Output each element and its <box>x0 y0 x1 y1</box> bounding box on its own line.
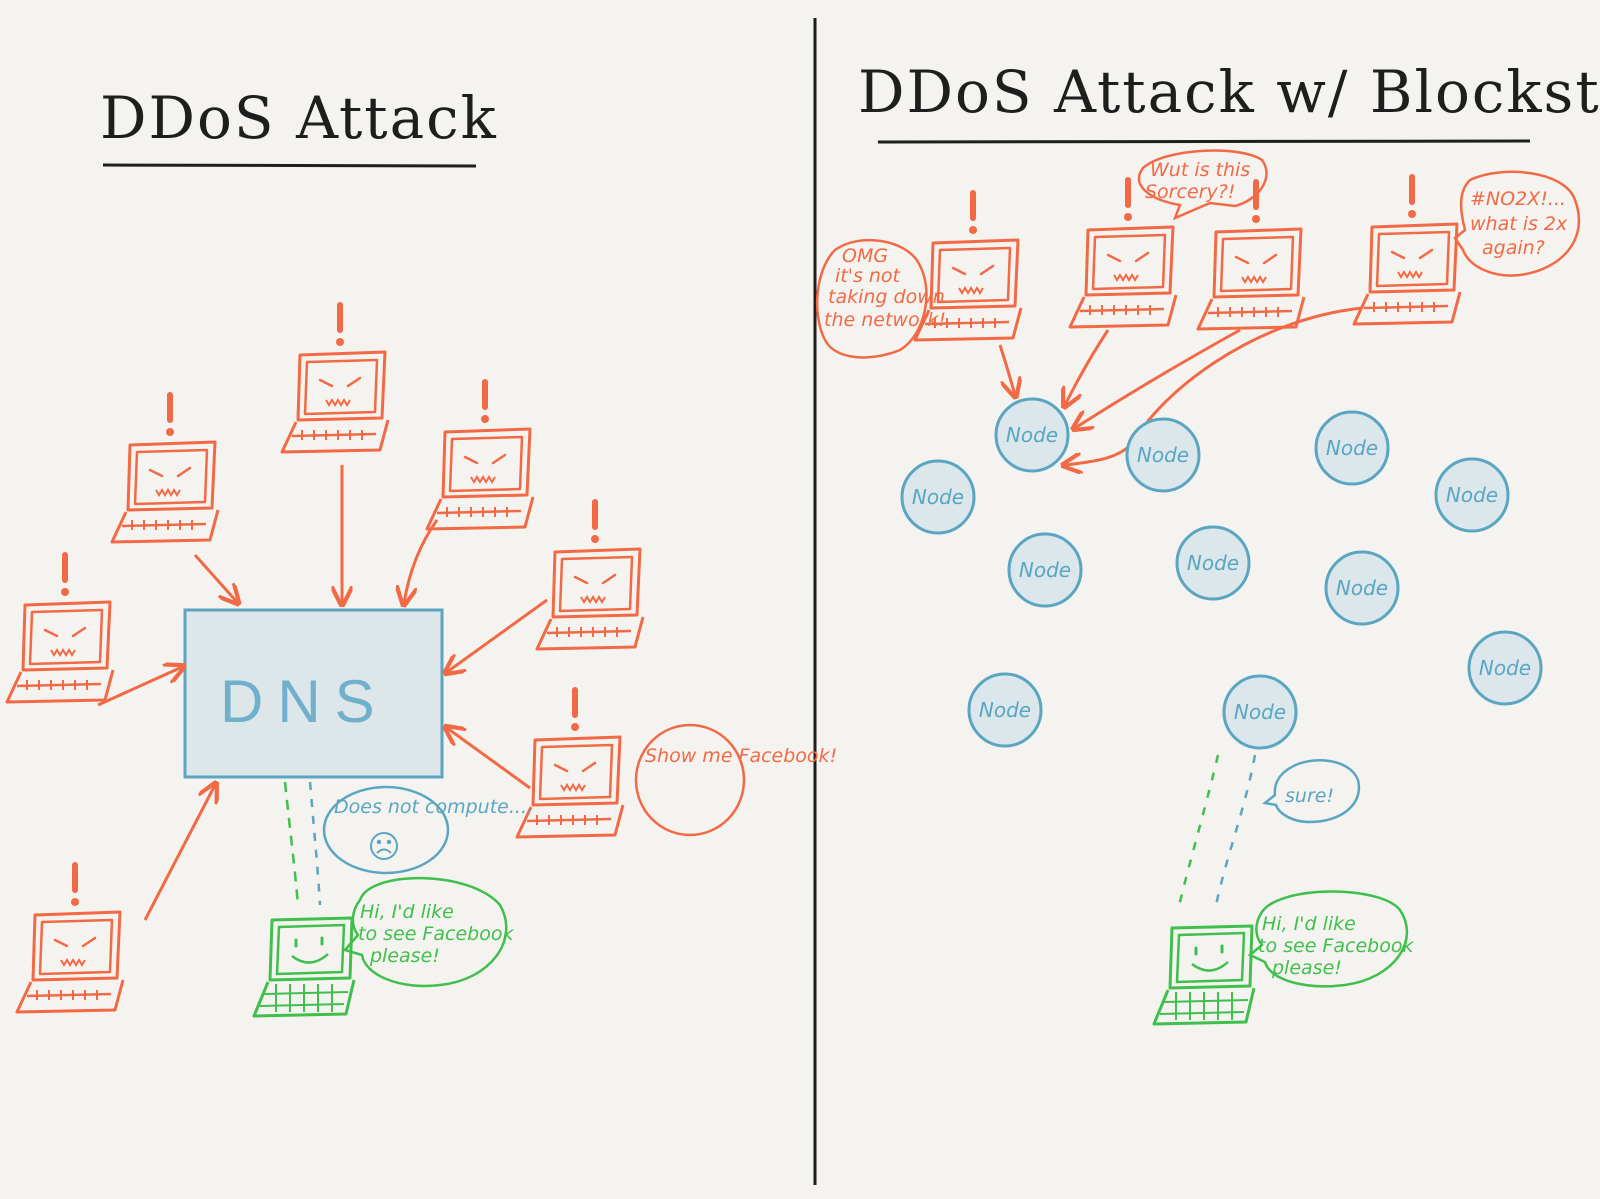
svg-text:Node: Node <box>1446 483 1498 507</box>
node-1: Node <box>996 399 1068 471</box>
node-9: Node <box>969 674 1041 746</box>
svg-text:Node: Node <box>1336 576 1388 600</box>
svg-text:Node: Node <box>1187 551 1239 575</box>
svg-text:Show me Facebook!: Show me Facebook! <box>645 745 837 767</box>
right-title: DDoS Attack w/ Blockstack <box>858 58 1600 126</box>
does-not-compute-text: Does not compute.... <box>334 796 533 818</box>
attacker-laptop-top-right <box>427 382 533 529</box>
attacker-laptop-right <box>537 502 643 649</box>
svg-text:Node: Node <box>912 485 964 509</box>
no2x-line1: #NO2X!... <box>1470 188 1566 210</box>
omg-line2: it's not <box>835 265 902 287</box>
user-bubble-left-line3: please! <box>369 945 440 967</box>
svg-text:Node: Node <box>979 698 1031 722</box>
user-bubble-right-line1: Hi, I'd like <box>1262 913 1356 935</box>
user-bubble-left-line2: to see Facebook <box>358 923 514 945</box>
node-3: Node <box>1316 412 1388 484</box>
attacker-laptop-r4 <box>1354 177 1460 324</box>
right-panel: DDoS Attack w/ Blockstack OMG it's not t… <box>817 58 1600 1024</box>
attacker-laptop-bottom-left <box>17 865 123 1012</box>
omg-line3: taking down <box>828 286 945 308</box>
svg-text:Hi, I'd like to see Face: Hi, I'd like to see Facebook please! <box>1258 913 1420 979</box>
no2x-line3: again? <box>1482 237 1545 259</box>
svg-text:Does not compute....: Does not compute.... <box>334 796 533 818</box>
left-panel: DDoS Attack DNS Show me Facebook! <box>7 84 837 1016</box>
node-11: Node <box>1469 632 1541 704</box>
attacker-laptop-top-left <box>112 395 218 542</box>
show-me-facebook-text: Show me Facebook! <box>645 745 837 767</box>
show-me-facebook-bubble <box>636 725 744 835</box>
sure-text: sure! <box>1285 785 1334 807</box>
right-title-underline <box>878 141 1530 142</box>
node-reply-line-right <box>1215 755 1255 910</box>
sad-face-icon <box>371 833 397 859</box>
node-5: Node <box>1436 459 1508 531</box>
user-laptop-right <box>1154 926 1254 1024</box>
svg-text:Node: Node <box>1019 558 1071 582</box>
user-bubble-left-line1: Hi, I'd like <box>360 901 454 923</box>
node-network: Node Node Node Node Node Node Node Node … <box>902 399 1541 748</box>
user-request-line-green <box>285 782 298 905</box>
sorcery-line1: Wut is this <box>1150 159 1250 181</box>
user-bubble-right-line3: please! <box>1271 957 1342 979</box>
attacker-laptop-left <box>7 555 113 702</box>
sorcery-line2: Sorcery?! <box>1145 181 1235 203</box>
dns-label: DNS <box>220 668 389 735</box>
node-7: Node <box>1177 527 1249 599</box>
node-8: Node <box>1326 552 1398 624</box>
omg-line4: the network! <box>824 309 946 331</box>
svg-text:Node: Node <box>1479 656 1531 680</box>
left-title-underline <box>103 165 476 166</box>
svg-text:Wut is this Sorcery?!: Wut is this Sorcery?! <box>1145 159 1256 203</box>
no2x-line2: what is 2x <box>1470 213 1568 235</box>
center-divider <box>814 18 815 1185</box>
svg-text:Node: Node <box>1326 436 1378 460</box>
left-title: DDoS Attack <box>100 84 498 152</box>
svg-text:Node: Node <box>1006 423 1058 447</box>
attacker-laptop-top <box>282 305 388 452</box>
user-bubble-right-line2: to see Facebook <box>1258 935 1414 957</box>
svg-text:Node: Node <box>1234 700 1286 724</box>
node-6: Node <box>1009 534 1081 606</box>
user-request-line-right <box>1178 755 1218 910</box>
svg-text:#NO2X!... what is 2x: #NO2X!... what is 2x again? <box>1470 188 1573 259</box>
omg-line1: OMG <box>842 245 888 267</box>
node-10: Node <box>1224 676 1296 748</box>
node-4: Node <box>902 461 974 533</box>
dns-reply-line-blue <box>310 782 320 905</box>
svg-text:Node: Node <box>1137 443 1189 467</box>
node-2: Node <box>1127 419 1199 491</box>
user-laptop-left <box>254 918 354 1016</box>
